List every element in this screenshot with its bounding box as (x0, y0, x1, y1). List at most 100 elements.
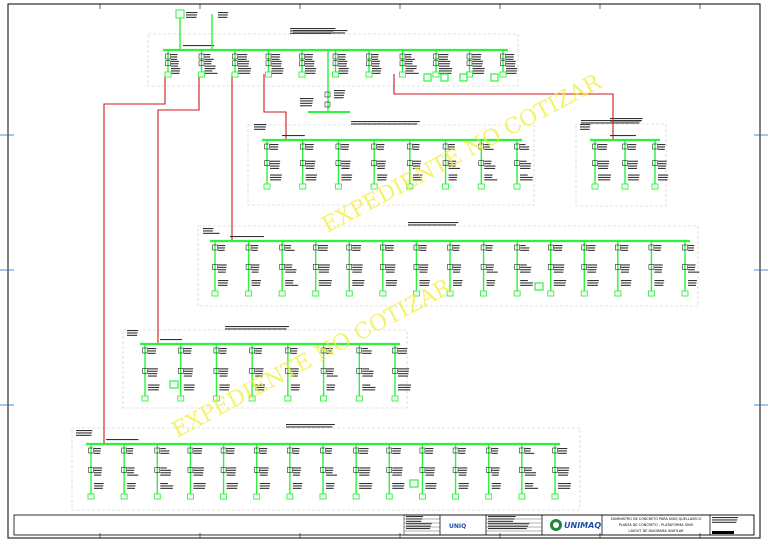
device-symbol (320, 347, 327, 354)
label-line (688, 280, 697, 282)
label-line (171, 56, 178, 58)
device-symbol (165, 53, 171, 60)
label-line (148, 370, 158, 372)
label-line (238, 60, 250, 62)
device-symbol (648, 264, 655, 270)
label-line (486, 266, 494, 268)
panel (247, 121, 535, 206)
label-line (305, 56, 313, 58)
device-symbol (335, 143, 342, 150)
label-line (484, 176, 493, 178)
label-line (352, 247, 361, 249)
panel-frame (197, 225, 699, 307)
label-line (439, 63, 450, 65)
label-line (405, 63, 413, 65)
device-symbol (249, 368, 255, 374)
label-line (372, 60, 381, 62)
label-line (488, 525, 529, 527)
label-line (305, 65, 314, 67)
device-symbol (253, 467, 260, 473)
label-line (285, 284, 299, 286)
device-symbol (232, 53, 238, 60)
device-box (534, 282, 544, 291)
label-line (558, 452, 567, 454)
label-line (377, 148, 384, 150)
device-symbol (442, 143, 449, 150)
label-line (318, 247, 328, 249)
label-line (226, 483, 238, 485)
label-line (425, 483, 437, 485)
device-symbol (335, 160, 342, 166)
label-line (688, 266, 696, 268)
label-line (558, 450, 567, 452)
label-line (587, 269, 597, 271)
load-terminal (284, 395, 292, 402)
label-line (448, 146, 455, 148)
label-line (654, 266, 663, 268)
label-line (484, 167, 496, 169)
label-line (171, 68, 181, 70)
label-line (448, 165, 456, 167)
incomer-terminal (175, 9, 185, 19)
label-line (439, 68, 453, 70)
label-line (290, 384, 301, 386)
load-terminal (299, 183, 307, 190)
device-symbol (121, 447, 127, 454)
panel-frame (147, 33, 519, 87)
label-line (453, 249, 460, 251)
label-line (558, 467, 570, 469)
label-line (219, 386, 230, 388)
label-line (318, 249, 328, 251)
label-line (486, 282, 495, 284)
label-line (352, 245, 362, 247)
device-symbol (220, 467, 227, 473)
label-line (238, 72, 251, 74)
label-line (160, 485, 174, 487)
device-symbol (346, 244, 353, 251)
device-symbol (392, 368, 398, 374)
label-line (598, 146, 607, 148)
device-symbol (442, 160, 449, 166)
label-line (598, 163, 609, 165)
label-line (292, 472, 301, 474)
label-line (688, 249, 694, 251)
label-line (486, 247, 493, 249)
label-line (362, 352, 372, 354)
label-line (486, 284, 495, 286)
label-line (171, 58, 177, 60)
label-line (372, 56, 379, 58)
label-line (484, 144, 491, 146)
label-line (406, 520, 422, 522)
bus-group (590, 135, 660, 190)
label-line (255, 384, 265, 386)
load-terminal (385, 493, 393, 500)
panel (575, 120, 669, 207)
label-line (359, 483, 373, 485)
label-line (372, 68, 382, 70)
label-line (251, 264, 260, 266)
label-line (524, 467, 533, 469)
label-line (352, 264, 363, 266)
label-line (300, 105, 312, 107)
device-symbol (452, 467, 459, 473)
label-line (486, 249, 493, 251)
label-line (587, 247, 596, 249)
label-line (219, 368, 229, 370)
label-line (658, 179, 668, 181)
label-line (620, 284, 631, 286)
label-line (148, 350, 156, 352)
label-line (377, 146, 385, 148)
label-line (300, 98, 314, 100)
label-line (204, 60, 212, 62)
label-line (520, 160, 527, 162)
label-line (270, 146, 279, 148)
device-symbol (356, 368, 363, 374)
label-line (385, 284, 397, 286)
label-line (218, 264, 227, 266)
device-symbol (142, 368, 148, 374)
label-line (251, 271, 259, 273)
label-line (392, 450, 401, 452)
load-terminal (513, 183, 521, 190)
label-line (127, 330, 139, 332)
label-line (486, 271, 498, 273)
